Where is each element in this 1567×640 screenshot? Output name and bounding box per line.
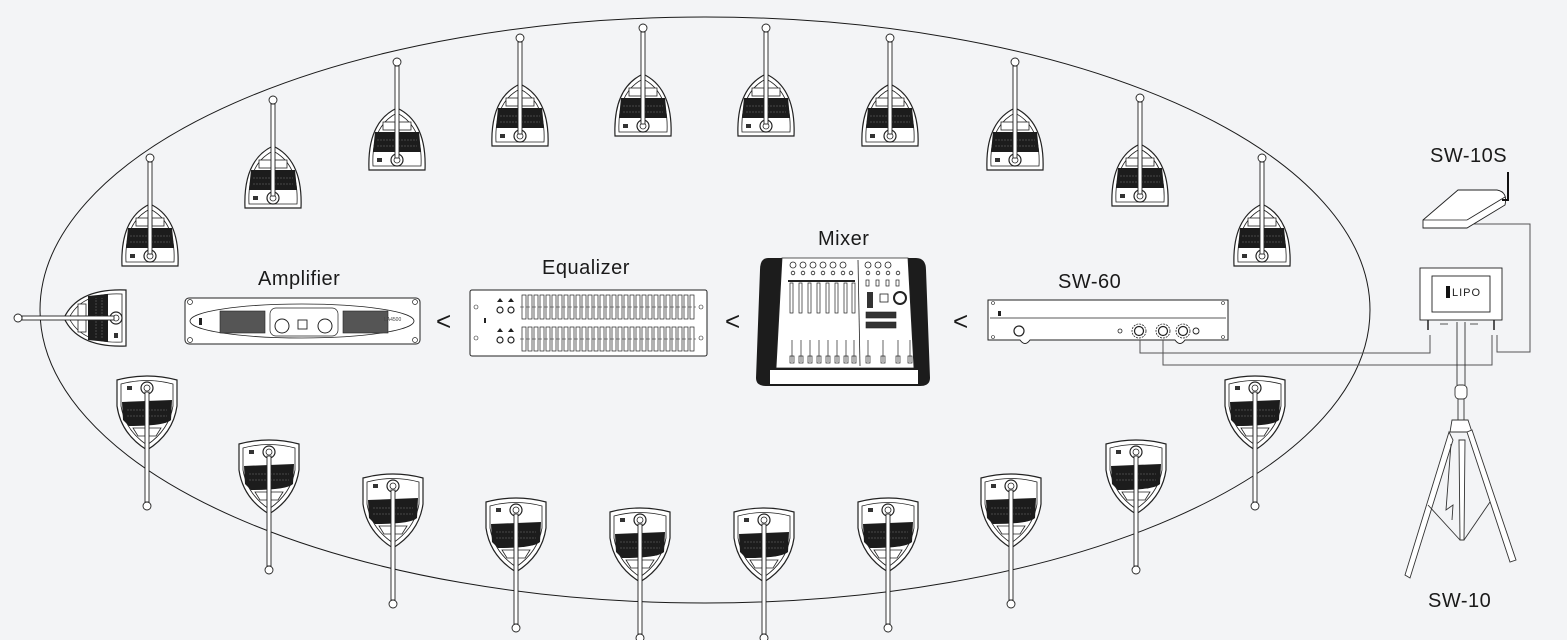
microphone bbox=[609, 507, 671, 640]
microphone bbox=[368, 57, 426, 171]
tripod-stand bbox=[1404, 322, 1517, 579]
amplifier-device bbox=[184, 297, 421, 345]
microphone bbox=[1105, 439, 1167, 575]
microphone bbox=[1224, 375, 1286, 511]
mixer-device bbox=[756, 257, 930, 386]
flow-arrow-mixer-to-equalizer: < bbox=[725, 306, 741, 336]
microphone bbox=[238, 439, 300, 575]
microphone bbox=[1111, 93, 1169, 207]
microphone-group-bottom bbox=[116, 375, 1286, 640]
equalizer-label: Equalizer bbox=[542, 257, 630, 279]
amplifier-label: Amplifier bbox=[258, 268, 341, 290]
microphone-group-top bbox=[121, 23, 1291, 267]
microphone bbox=[362, 473, 424, 609]
table-outline bbox=[39, 16, 1371, 604]
antenna-station-device bbox=[1422, 172, 1509, 229]
microphone bbox=[1233, 153, 1291, 267]
microphone bbox=[121, 153, 179, 267]
amplifier-model-text: LA4500 bbox=[384, 317, 402, 323]
microphone bbox=[986, 57, 1044, 171]
microphone bbox=[485, 497, 547, 633]
flow-arrow-receiver-to-mixer: < bbox=[953, 306, 969, 336]
antenna-box bbox=[1419, 267, 1503, 330]
microphone bbox=[861, 33, 919, 147]
receiver-label: SW-60 bbox=[1058, 271, 1122, 293]
equalizer-device bbox=[469, 289, 708, 357]
antenna-station-label: SW-10S bbox=[1430, 145, 1508, 167]
microphone-left bbox=[13, 289, 127, 347]
mixer-label: Mixer bbox=[818, 228, 870, 250]
microphone bbox=[737, 23, 795, 137]
brand-logo: LIPO bbox=[1452, 287, 1482, 299]
cables bbox=[1139, 223, 1531, 366]
microphone bbox=[980, 473, 1042, 609]
stand-label: SW-10 bbox=[1428, 590, 1492, 612]
microphone bbox=[733, 507, 795, 640]
microphone bbox=[116, 375, 178, 511]
receiver-device bbox=[987, 299, 1229, 344]
microphone bbox=[857, 497, 919, 633]
flow-arrow-equalizer-to-amplifier: < bbox=[436, 306, 452, 336]
microphone bbox=[491, 33, 549, 147]
microphone bbox=[244, 95, 302, 209]
microphone bbox=[614, 23, 672, 137]
